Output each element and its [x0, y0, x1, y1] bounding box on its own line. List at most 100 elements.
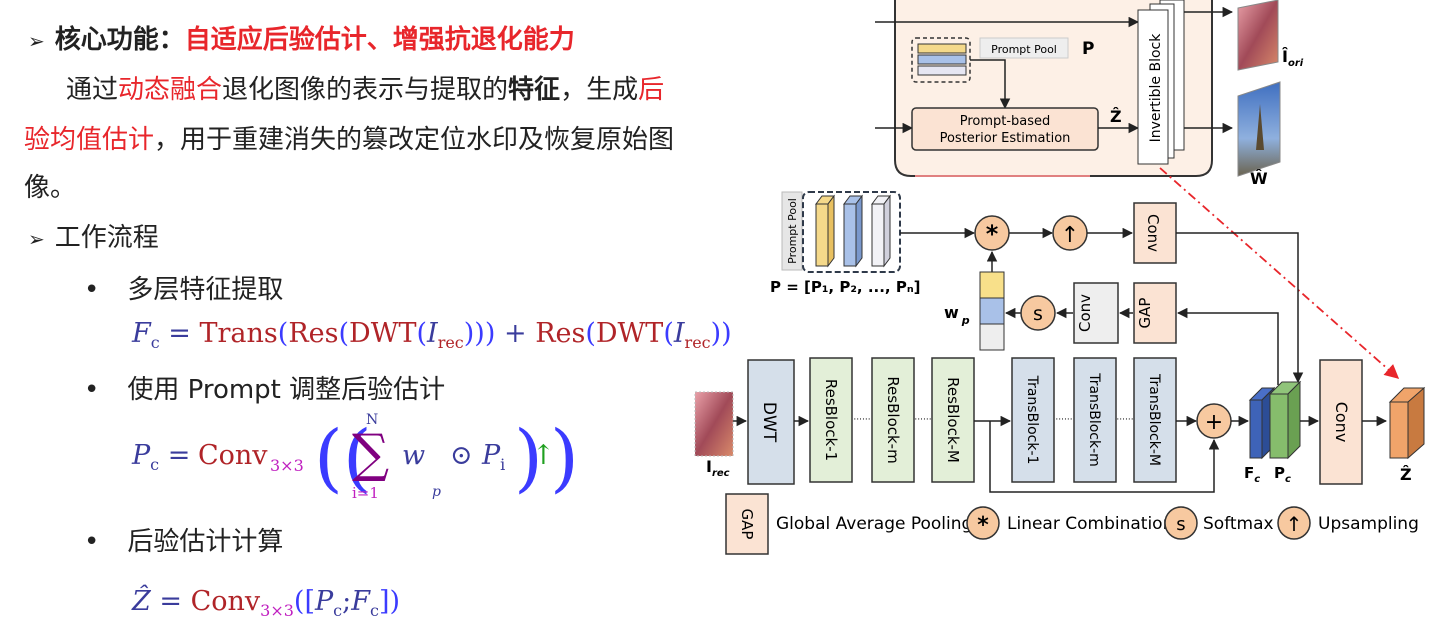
dots-3: ······	[1055, 415, 1072, 425]
eq-big-paren: )	[514, 415, 543, 501]
eq-sub: c	[150, 333, 160, 352]
weight-cell-2	[979, 297, 1005, 325]
bullet-item-2: •使用 Prompt 调整后验估计	[84, 372, 445, 408]
eq-paren: (	[416, 318, 428, 349]
eq-paren: ))	[710, 318, 732, 349]
eq-operator: ⊙	[450, 440, 473, 471]
irec-label: Irec	[706, 457, 730, 479]
w-hat-label: Ŵ	[1250, 169, 1268, 188]
mini-prompt-2	[917, 54, 967, 65]
transblock-1	[1011, 357, 1055, 483]
eq-paren: ([	[293, 586, 315, 617]
gap-block	[1133, 282, 1177, 344]
eq-limit-upper: N	[366, 412, 379, 428]
eq-function: DWT	[595, 318, 664, 349]
eq-function: Conv	[190, 586, 261, 617]
prompt-3	[871, 203, 885, 267]
star-symbol: *	[986, 220, 999, 248]
eq-symbol: F	[132, 318, 151, 349]
skip-connection-arrow	[989, 421, 1220, 493]
desc-highlight: 后	[638, 75, 665, 105]
workflow-title: 工作流程	[54, 223, 159, 253]
conv-output-block	[1319, 359, 1363, 485]
desc-bold-feature: 特征	[508, 75, 561, 105]
workflow-heading: ➢工作流程	[28, 220, 159, 257]
bullet-dot-icon: •	[84, 275, 100, 305]
invertible-block-label: Invertible Block	[1148, 33, 1164, 143]
eq-limit-lower: i=1	[352, 484, 379, 502]
softmax-symbol: s	[1033, 303, 1043, 325]
eq-operator: =	[168, 318, 191, 349]
legend-star-text: Linear Combination	[1007, 514, 1173, 534]
conv-output-label: Conv	[1332, 402, 1351, 443]
eq-symbol: P	[482, 440, 501, 471]
resblock-M	[931, 357, 975, 483]
mini-prompt-pool	[911, 37, 971, 83]
eq-lhs: Pc =	[132, 440, 191, 474]
bullet-text: 后验估计计算	[127, 527, 284, 557]
posterior-estimation-block	[911, 107, 1099, 151]
eq-symbol: F	[351, 586, 370, 617]
eq-paren: )))	[463, 318, 496, 349]
eq-sub: c	[333, 601, 343, 620]
desc-text: 退化图像的表示与提取的	[222, 75, 509, 105]
pool-to-estimation-arrow	[970, 59, 1011, 110]
eq-big-paren: )	[550, 415, 579, 501]
legend-upsampling-text: Upsampling	[1318, 514, 1419, 534]
z-hat-top: Ẑ	[1110, 107, 1122, 126]
legend-upsampling-symbol: ↑	[1286, 512, 1303, 536]
transblock-m	[1073, 357, 1117, 483]
mini-prompt-3	[917, 65, 967, 76]
prompt-pool: Prompt Pool P = [P₁, P₂, ..., Pₙ]	[770, 191, 921, 296]
eq-sub: 3×3	[270, 456, 304, 475]
estimation-label-1: Prompt-based	[960, 114, 1051, 129]
eq-paren: (	[663, 318, 674, 349]
transblock-m-label: TransBlock-m	[1086, 372, 1102, 467]
prompt-pool-frame	[802, 191, 901, 273]
fc-to-gap-arrow	[1176, 307, 1279, 385]
eq-sub: p	[432, 484, 441, 500]
desc-text: ，生成	[560, 75, 639, 105]
description-line-3: 像。	[24, 170, 76, 206]
resblock-1-label: ResBlock-1	[822, 379, 840, 461]
z-output-map	[1389, 401, 1409, 459]
prompt-pool-label: Prompt Pool	[786, 198, 799, 264]
eq-symbol: I	[427, 318, 438, 349]
bullet-text: 使用 Prompt 调整后验估计	[127, 375, 446, 405]
description-line-2: 验均值估计，用于重建消失的篡改定位水印及恢复原始图	[24, 122, 674, 158]
eq-function: Res	[288, 318, 339, 349]
transblock-M-label: TransBlock-M	[1146, 373, 1162, 466]
prompt-3-side	[883, 194, 891, 268]
fc-feature-map	[1249, 399, 1263, 459]
softmax-node	[1020, 295, 1056, 331]
triangle-bullet-icon: ➢	[28, 29, 45, 53]
plus-symbol: +	[1205, 410, 1223, 435]
z-side	[1407, 386, 1425, 460]
eq-paren: ])	[378, 586, 401, 617]
dots-1: ······	[853, 415, 870, 425]
eq-upsample-arrow: ↑	[532, 440, 555, 471]
up-arrow-symbol: ↑	[1061, 223, 1079, 248]
i-ori-label: Îori	[1282, 47, 1304, 69]
pc-label: Pc	[1274, 464, 1291, 485]
eq-sub: rec	[684, 333, 711, 352]
bullet-item-1: •多层特征提取	[84, 272, 283, 308]
dots-2: ······	[914, 415, 931, 425]
legend-gap-box	[725, 493, 769, 555]
eq-sum-symbol: ∑	[352, 424, 390, 484]
eq-symbol: I	[673, 318, 685, 349]
pc-feature-map	[1269, 393, 1289, 459]
prompt-1-side	[827, 194, 835, 268]
eq-sub: 3×3	[260, 601, 294, 620]
legend-gap-symbol: GAP	[738, 509, 756, 540]
prompt-2-side	[855, 194, 863, 268]
core-function-line: ➢核心功能：自适应后验估计、增强抗退化能力	[28, 22, 575, 59]
eq-function: Trans	[199, 318, 278, 349]
red-connection-arrow	[1159, 167, 1400, 379]
bullet-dot-icon: •	[84, 527, 100, 557]
eq-big-paren: ((	[314, 415, 372, 501]
legend-softmax-node	[1164, 506, 1198, 540]
fc-label: Fc	[1244, 464, 1260, 485]
description-line-1: 通过动态融合退化图像的表示与提取的特征，生成后	[66, 72, 664, 108]
